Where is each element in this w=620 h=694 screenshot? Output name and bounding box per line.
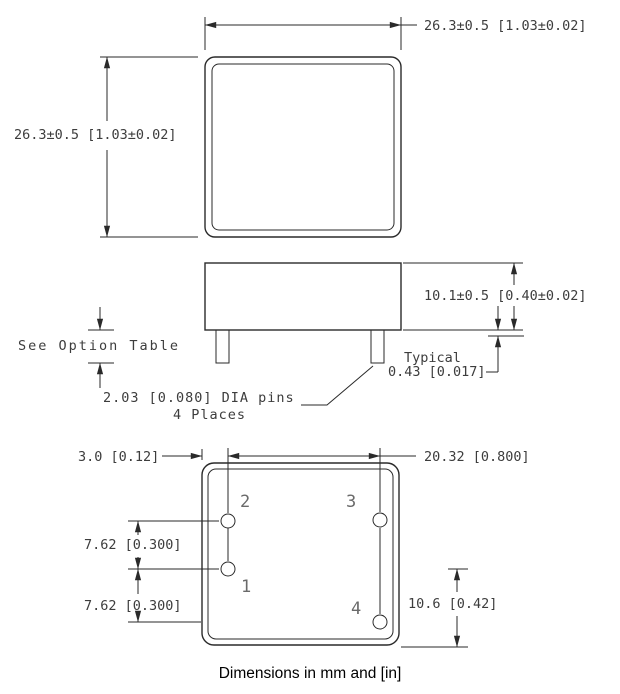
- bottom-view: 2 3 1 4 20.32 [0.800] 3.0 [0.12] 7.62 [0…: [78, 448, 530, 648]
- right-pin: [370, 329, 385, 364]
- pin-4-hole: [372, 614, 388, 630]
- pin-2-hole: [220, 513, 236, 529]
- pin-diameter-note-text: 2.03 [0.080] DIA pins: [103, 390, 295, 406]
- pin-3-label: 3: [346, 492, 356, 512]
- package-body-outline: [204, 262, 402, 331]
- pin-3-hole: [372, 512, 388, 528]
- side-view: 10.1±0.5 [0.40±0.02] Typical 0.43 [0.017…: [18, 262, 587, 423]
- top-height-dimension-text: 26.3±0.5 [1.03±0.02]: [14, 127, 177, 143]
- row-pitch-upper-dimension-text: 7.62 [0.300]: [84, 537, 182, 553]
- pin-places-note-text: 4 Places: [173, 407, 246, 423]
- typical-label-text: Typical: [404, 350, 461, 366]
- top-view: 26.3±0.5 [1.03±0.02] 26.3±0.5 [1.03±0.02…: [14, 17, 587, 238]
- package-outer-outline: [204, 56, 402, 238]
- pin-4-label: 4: [351, 599, 361, 619]
- top-width-dimension-text: 26.3±0.5 [1.03±0.02]: [424, 18, 587, 34]
- body-height-dimension-text: 10.1±0.5 [0.40±0.02]: [424, 288, 587, 304]
- leader-line: [301, 365, 374, 406]
- pin-to-edge-dimension-text: 10.6 [0.42]: [408, 596, 497, 612]
- package-inner-outline: [211, 63, 395, 231]
- left-pin: [215, 329, 230, 364]
- pin-2-label: 2: [240, 492, 250, 512]
- package-outer-outline: [201, 462, 400, 646]
- row-pitch-lower-dimension-text: 7.62 [0.300]: [84, 598, 182, 614]
- pin-length-note-text: See Option Table: [18, 338, 180, 354]
- package-inner-outline: [207, 468, 394, 640]
- pin-span-dimension-text: 20.32 [0.800]: [424, 449, 530, 465]
- typical-dimension-text: 0.43 [0.017]: [388, 364, 486, 380]
- drawing-caption: Dimensions in mm and [in]: [219, 665, 402, 682]
- pin-1-label: 1: [241, 577, 251, 597]
- edge-offset-dimension-text: 3.0 [0.12]: [78, 449, 159, 465]
- pin-1-hole: [220, 561, 236, 577]
